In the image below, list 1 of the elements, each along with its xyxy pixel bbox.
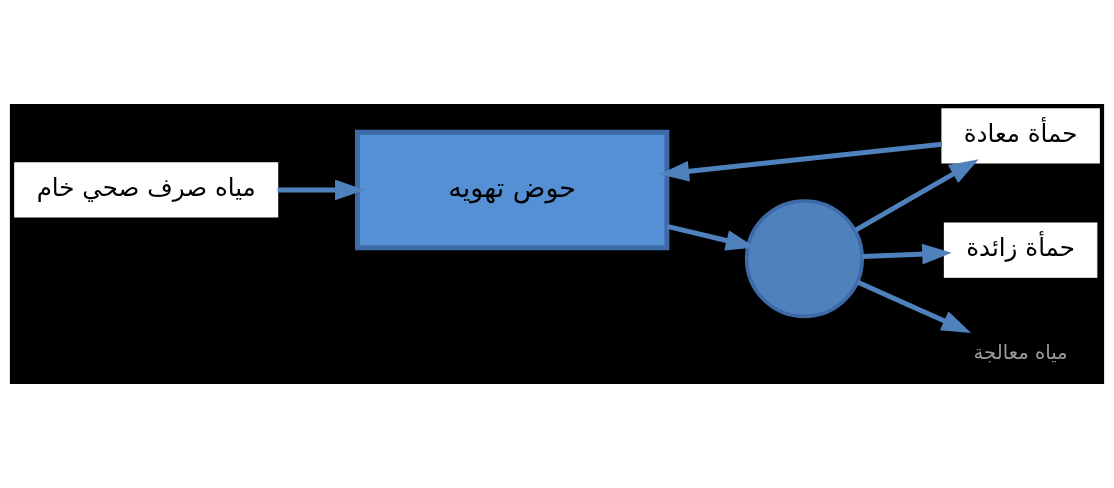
node-text: مياه معالجة [973,341,1068,365]
